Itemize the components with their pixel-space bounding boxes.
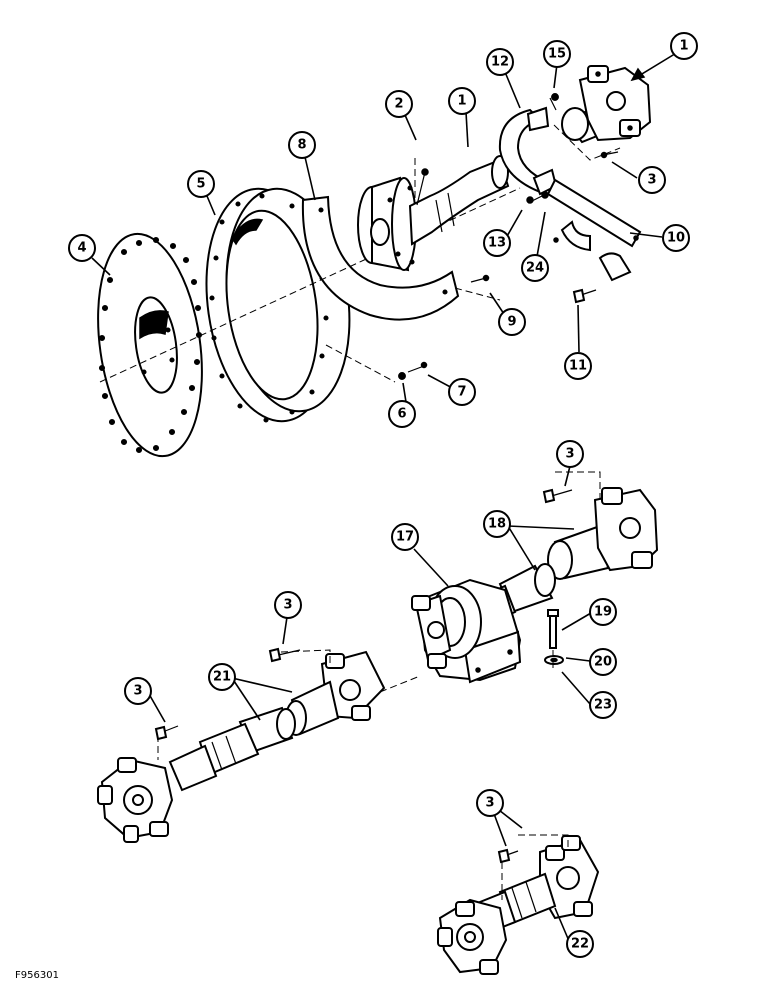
callout-3-middle: 3 <box>274 591 302 619</box>
svg-text:4: 4 <box>77 241 86 256</box>
svg-text:23: 23 <box>594 698 612 713</box>
svg-text:1: 1 <box>457 94 466 109</box>
callout-9: 9 <box>498 308 526 336</box>
callout-3-left: 3 <box>124 677 152 705</box>
u-joint-top <box>561 65 652 144</box>
svg-text:6: 6 <box>397 407 406 422</box>
svg-text:1: 1 <box>679 39 688 54</box>
u-joint-assembly-bottom <box>437 834 600 975</box>
svg-text:5: 5 <box>196 177 205 192</box>
top-hardware <box>398 93 619 380</box>
svg-text:3: 3 <box>283 598 292 613</box>
bearing-hardware <box>544 609 564 672</box>
callout-17: 17 <box>391 523 419 551</box>
svg-text:10: 10 <box>667 231 685 246</box>
svg-text:8: 8 <box>297 138 306 153</box>
figure-id-label: F956301 <box>15 970 59 981</box>
callout-20: 20 <box>589 648 617 676</box>
svg-text:21: 21 <box>213 670 231 685</box>
callout-15: 15 <box>543 40 571 68</box>
callout-6: 6 <box>388 400 416 428</box>
callout-10: 10 <box>662 224 690 252</box>
svg-text:24: 24 <box>526 261 544 276</box>
u-joint-left <box>268 647 386 736</box>
callout-3-bottom: 3 <box>476 789 504 817</box>
drive-shaft-rear <box>168 706 296 792</box>
callout-22: 22 <box>566 930 594 958</box>
drive-shaft-front <box>357 155 510 272</box>
svg-text:18: 18 <box>488 517 506 532</box>
callout-5: 5 <box>187 170 215 198</box>
svg-text:2: 2 <box>394 97 403 112</box>
callout-8: 8 <box>288 131 316 159</box>
svg-text:11: 11 <box>569 359 587 374</box>
svg-text:3: 3 <box>565 447 574 462</box>
callout-3-right: 3 <box>556 440 584 468</box>
svg-text:22: 22 <box>571 937 589 952</box>
callout-13: 13 <box>483 229 511 257</box>
callout-19: 19 <box>589 598 617 626</box>
half-bracket <box>498 106 558 196</box>
callout-18: 18 <box>483 510 511 538</box>
flywheel-ring <box>205 187 351 423</box>
callout-21: 21 <box>208 663 236 691</box>
svg-text:7: 7 <box>457 385 466 400</box>
callout-1-top: 1 <box>670 32 698 60</box>
u-joint-right <box>542 471 659 580</box>
callout-23: 23 <box>589 691 617 719</box>
callout-11: 11 <box>564 352 592 380</box>
callout-3-top: 3 <box>638 166 666 194</box>
svg-text:15: 15 <box>548 47 566 62</box>
svg-text:9: 9 <box>507 315 516 330</box>
callout-7: 7 <box>448 378 476 406</box>
svg-text:20: 20 <box>594 655 612 670</box>
svg-text:3: 3 <box>647 173 656 188</box>
callout-12: 12 <box>486 48 514 76</box>
flywheel-plate <box>97 232 203 458</box>
svg-text:19: 19 <box>594 605 612 620</box>
svg-text:17: 17 <box>396 530 414 545</box>
callout-2: 2 <box>385 90 413 118</box>
callout-24: 24 <box>521 254 549 282</box>
svg-text:3: 3 <box>133 684 142 699</box>
mount-bracket <box>546 178 642 282</box>
center-bearing <box>411 578 522 684</box>
flange-yoke-left <box>97 725 179 843</box>
callout-4: 4 <box>68 234 96 262</box>
svg-text:3: 3 <box>485 796 494 811</box>
svg-text:13: 13 <box>488 236 506 251</box>
callout-1-middle: 1 <box>448 87 476 115</box>
svg-text:12: 12 <box>491 55 509 70</box>
shield-plate <box>301 195 460 321</box>
